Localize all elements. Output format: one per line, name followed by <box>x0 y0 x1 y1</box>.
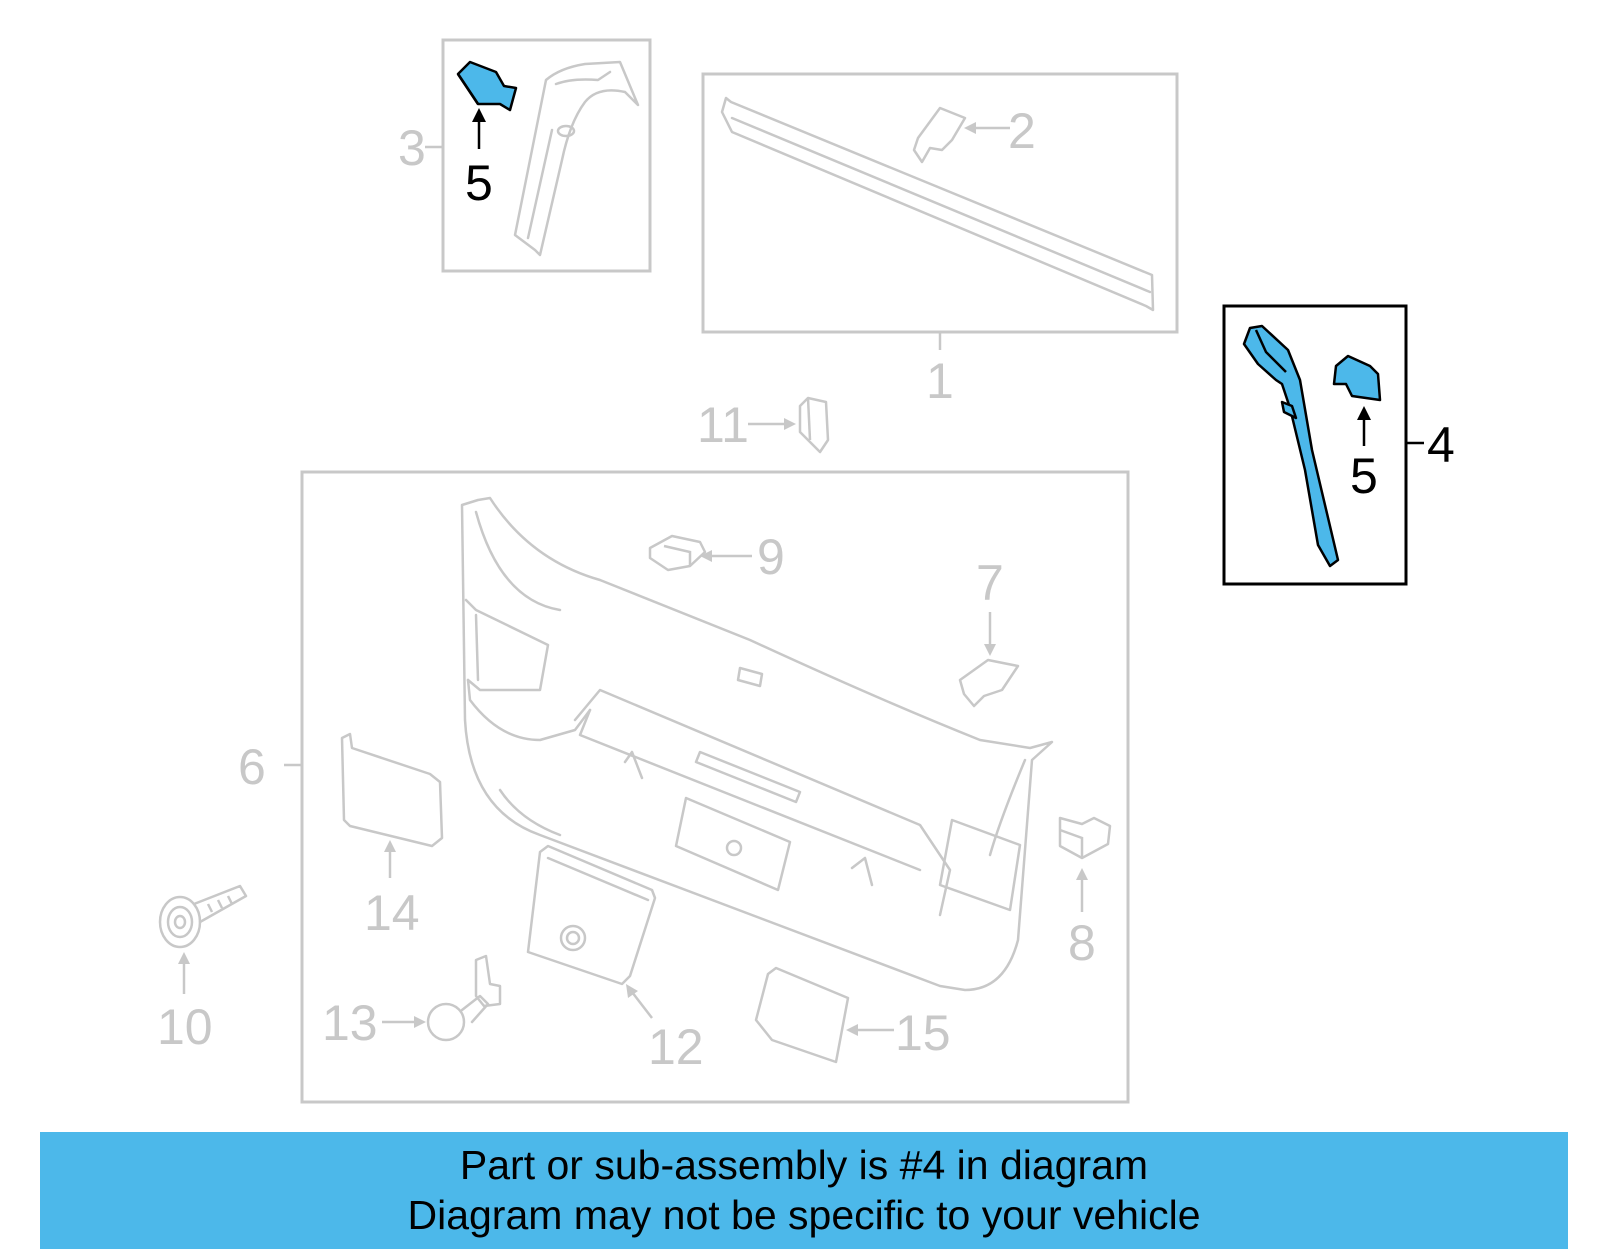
part-5-arrowhead-right <box>1357 406 1371 420</box>
part-3-frame <box>441 38 652 273</box>
part-5-arrowhead-left <box>472 108 486 122</box>
callout-12: 12 <box>648 1019 704 1075</box>
part-1-frame <box>701 72 1179 334</box>
callout-13: 13 <box>322 995 378 1051</box>
part-15-arrowhead <box>846 1024 858 1036</box>
callout-7: 7 <box>976 555 1004 611</box>
part-13-bulb-socket-illustration <box>426 954 502 1042</box>
part-6-frame <box>300 470 1130 1104</box>
part-7-arrowhead <box>984 644 996 656</box>
callout-9: 9 <box>757 529 785 585</box>
part-9-clip-illustration <box>648 534 707 572</box>
part-8-clip-illustration <box>1058 816 1112 860</box>
part-7-clip-illustration <box>958 658 1020 708</box>
part-12-speaker-cover-illustration <box>526 844 657 986</box>
part-10-screw-illustration <box>158 884 248 949</box>
part-5-clip-right-highlight[interactable] <box>1332 354 1382 402</box>
part-3-pillar-trim-illustration <box>513 60 640 257</box>
callout-3: 3 <box>398 120 426 176</box>
part-14-cover-illustration <box>340 732 444 848</box>
callout-8: 8 <box>1068 915 1096 971</box>
part-12-arrowhead <box>626 984 638 998</box>
info-banner: Part or sub-assembly is #4 in diagram Di… <box>40 1132 1568 1249</box>
part-5-clip-left-highlight[interactable] <box>456 60 518 112</box>
callout-15: 15 <box>895 1005 951 1061</box>
part-14-arrowhead <box>384 840 396 852</box>
banner-line-2: Diagram may not be specific to your vehi… <box>407 1192 1201 1238</box>
part-11-clip-illustration <box>798 396 830 454</box>
part-13-arrowhead <box>414 1016 426 1028</box>
part-4-frame[interactable] <box>1222 304 1408 586</box>
callout-11: 11 <box>697 397 749 453</box>
callout-10: 10 <box>157 999 213 1055</box>
part-2-arrowhead <box>964 122 976 134</box>
callout-14: 14 <box>364 885 420 941</box>
part-10-arrowhead <box>178 952 190 964</box>
callout-1: 1 <box>926 353 954 409</box>
part-12-arrow <box>631 991 653 1019</box>
part-9-arrowhead <box>700 550 712 562</box>
callout-2: 2 <box>1008 103 1036 159</box>
part-2-clip-illustration <box>912 106 967 164</box>
callout-4: 4 <box>1427 417 1455 473</box>
banner-line-1: Part or sub-assembly is #4 in diagram <box>459 1142 1149 1188</box>
part-4-pillar-trim-highlight[interactable] <box>1242 324 1340 568</box>
callout-5-right: 5 <box>1350 448 1378 504</box>
callout-5-left: 5 <box>465 155 493 211</box>
part-6-door-trim-panel-illustration <box>460 496 1054 992</box>
part-15-cover-illustration <box>754 966 850 1064</box>
part-11-arrowhead <box>784 418 796 430</box>
callout-6: 6 <box>238 739 266 795</box>
part-1-garnish-illustration <box>720 96 1155 312</box>
part-8-arrowhead <box>1076 868 1088 880</box>
